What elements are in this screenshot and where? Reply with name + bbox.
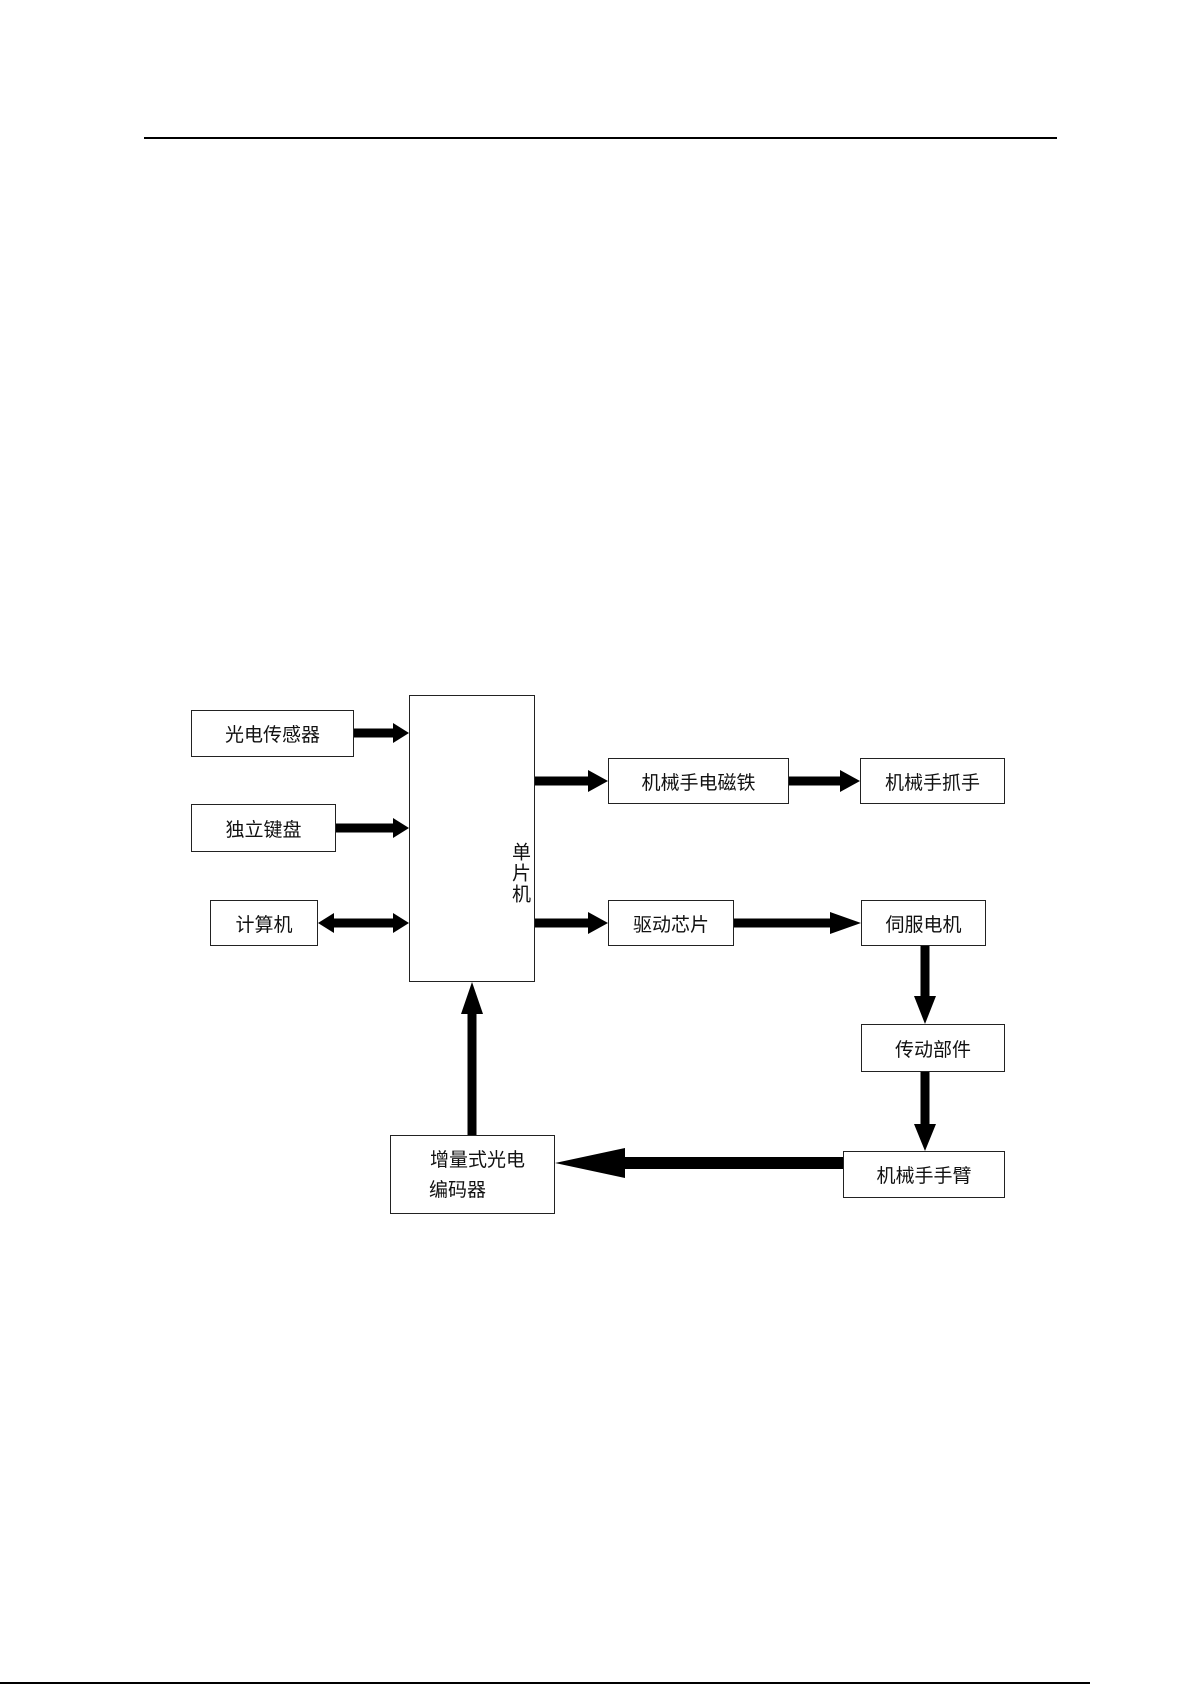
node-label: 光电传感器 [224,724,320,746]
node-servo-motor: 伺服电机 [861,900,986,946]
arrow-keyboard-to-mcu [336,818,409,838]
node-encoder: 增量式光电 编码器 [390,1135,555,1214]
arrow-servo-to-transmission [914,946,936,1024]
arrow-encoder-to-mcu [461,982,483,1135]
arrow-electromagnet-to-gripper [789,770,860,792]
node-keyboard: 独立键盘 [191,804,336,852]
node-electromagnet: 机械手电磁铁 [608,758,789,804]
arrow-arm-to-encoder [555,1148,843,1178]
arrow-driver-to-servo [734,912,861,934]
node-label-line2: 编码器 [428,1178,486,1201]
node-label: 独立键盘 [225,818,302,841]
node-driver-chip: 驱动芯片 [608,900,734,946]
arrow-mcu-to-driver [535,912,608,934]
node-computer: 计算机 [210,900,318,946]
node-label: 机械手电磁铁 [641,771,756,794]
header-rule [144,137,1057,139]
arrow-sensor-to-mcu [354,723,409,743]
node-label: 传动部件 [894,1038,971,1061]
node-transmission: 传动部件 [861,1024,1005,1072]
footer-rule [0,1682,1090,1684]
arrow-mcu-to-electromagnet [535,770,608,792]
node-label-line1: 增量式光电 [429,1148,525,1171]
node-label: 机械手手臂 [876,1165,972,1187]
arrow-transmission-to-arm [914,1072,936,1151]
node-gripper: 机械手抓手 [860,758,1005,804]
arrow-computer-mcu-bidirectional [318,913,409,933]
node-mcu: 单片机 [409,695,535,982]
node-label: 机械手抓手 [884,771,980,794]
node-photo-sensor: 光电传感器 [191,710,354,757]
node-label: 单片机 [509,842,531,905]
node-label: 驱动芯片 [632,913,709,936]
node-arm: 机械手手臂 [843,1151,1005,1198]
node-label: 计算机 [235,913,293,936]
node-label: 伺服电机 [885,913,962,936]
